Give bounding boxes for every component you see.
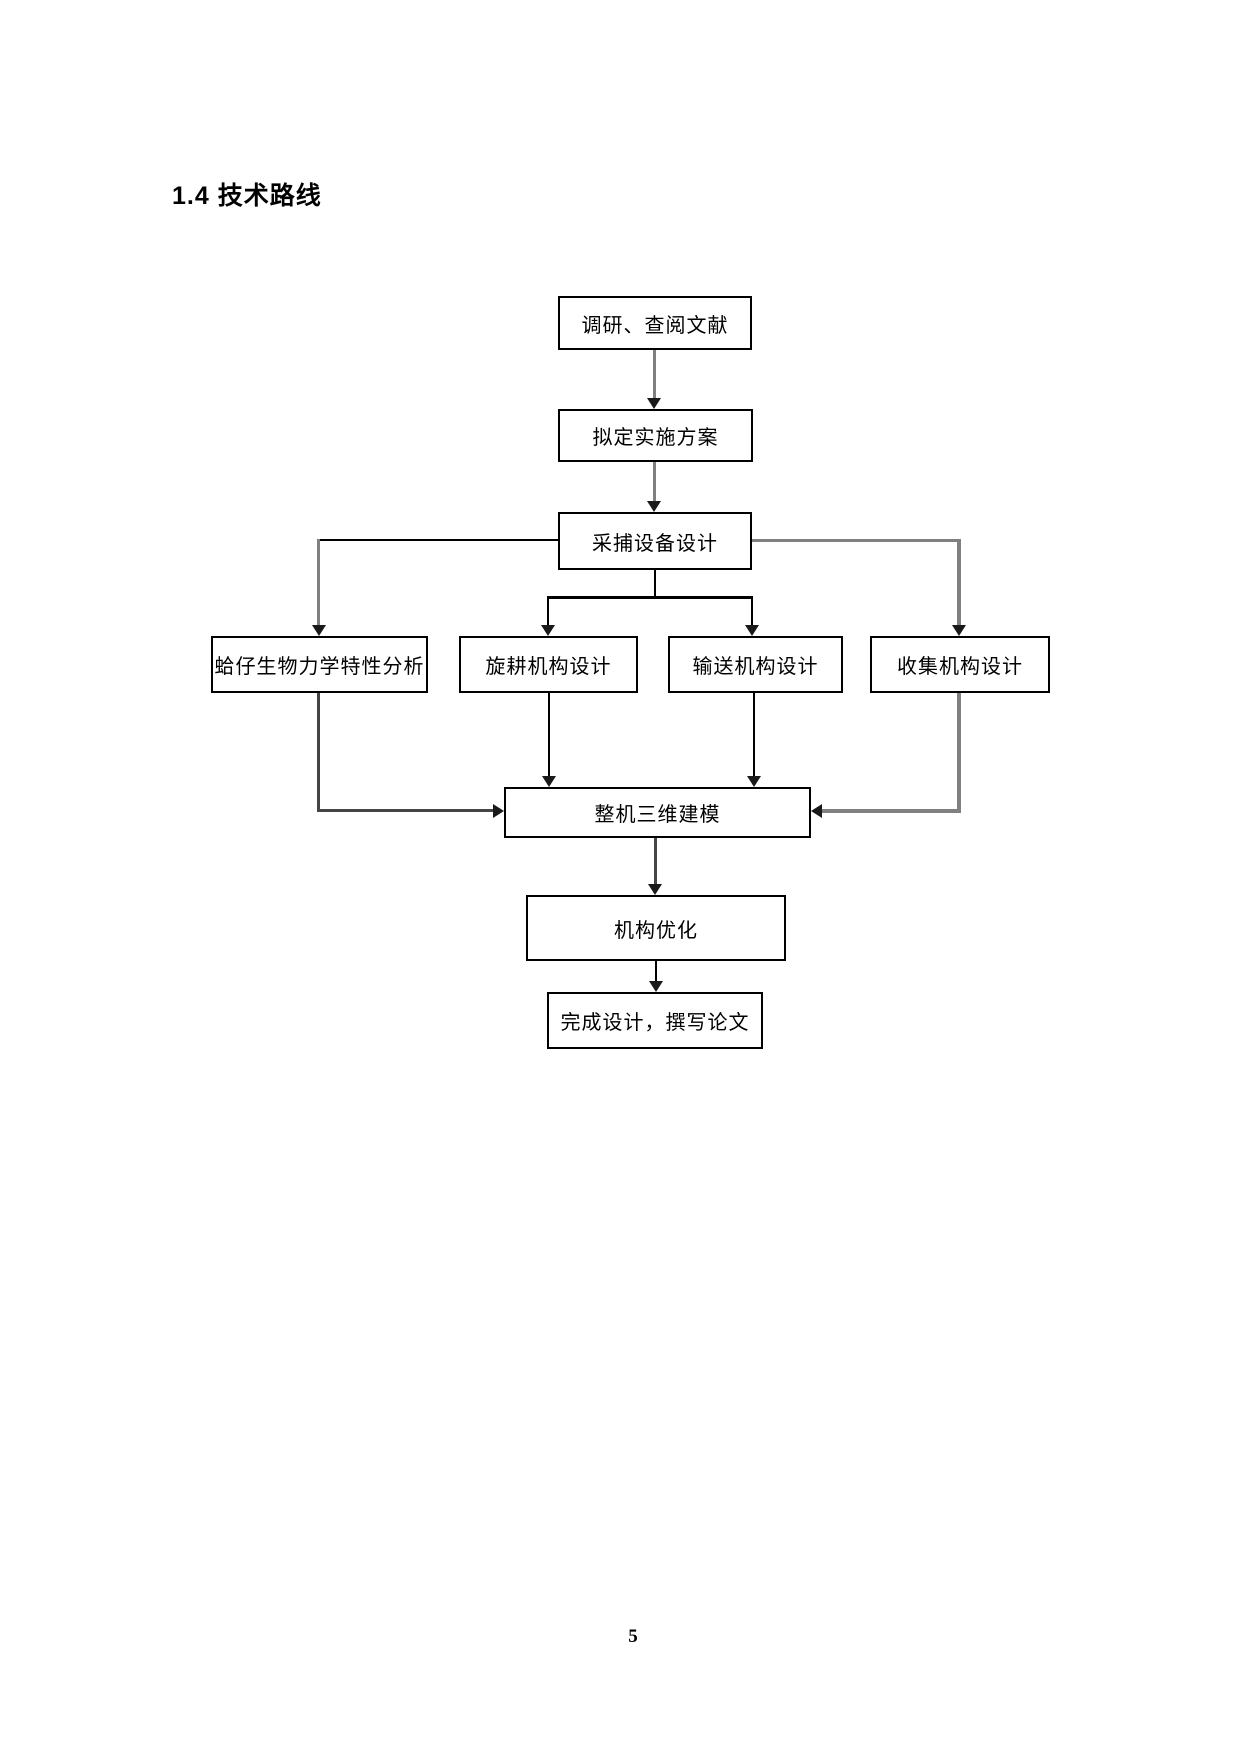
node-research: 调研、查阅文献 [558, 296, 752, 350]
arrowhead-clam-modeling [493, 804, 504, 818]
arrowhead-modeling-optimization [648, 884, 662, 895]
node-finish: 完成设计，撰写论文 [547, 992, 763, 1049]
node-equipment-design: 采捕设备设计 [558, 512, 752, 570]
node-optimization: 机构优化 [526, 895, 786, 961]
node-convey-design: 输送机构设计 [668, 636, 843, 693]
connector-research-plan [653, 350, 656, 399]
node-collect-design: 收集机构设计 [870, 636, 1050, 693]
arrowhead-convey-modeling [747, 776, 761, 787]
connector-equipment-clam-vertical [317, 539, 320, 626]
arrowhead-split-convey [745, 625, 759, 636]
node-modeling: 整机三维建模 [504, 787, 811, 838]
arrowhead-plan-equipment [647, 501, 661, 512]
node-plan: 拟定实施方案 [558, 409, 753, 462]
connector-modeling-optimization [654, 838, 657, 887]
connector-collect-modeling-vertical [957, 693, 961, 813]
connector-equipment-collect-vertical [957, 539, 961, 626]
connector-equipment-split-stub [654, 570, 656, 598]
arrowhead-equipment-collect [952, 625, 966, 636]
connector-collect-modeling-horizontal [820, 809, 961, 813]
connector-convey-modeling [753, 693, 755, 777]
page-number: 5 [628, 1626, 638, 1647]
connector-equipment-clam-horizontal [319, 539, 558, 541]
connector-equipment-collect-horizontal [752, 539, 959, 542]
connector-optimization-finish [655, 961, 657, 984]
connector-rotary-modeling [548, 693, 550, 777]
arrowhead-research-plan [647, 398, 661, 409]
arrowhead-rotary-modeling [542, 776, 556, 787]
arrowhead-split-rotary [541, 625, 555, 636]
connector-split-rotary [547, 598, 549, 626]
connector-equipment-split-horizontal [547, 596, 753, 599]
arrowhead-equipment-clam [312, 625, 326, 636]
node-clam-analysis: 蛤仔生物力学特性分析 [211, 636, 428, 693]
connector-split-convey [751, 598, 753, 626]
connector-plan-equipment [653, 462, 656, 502]
connector-clam-modeling-vertical [317, 693, 320, 811]
node-rotary-design: 旋耕机构设计 [459, 636, 638, 693]
arrowhead-optimization-finish [649, 981, 663, 992]
arrowhead-collect-modeling [811, 804, 822, 818]
section-heading: 1.4 技术路线 [172, 182, 322, 210]
connector-clam-modeling-horizontal [317, 809, 494, 812]
